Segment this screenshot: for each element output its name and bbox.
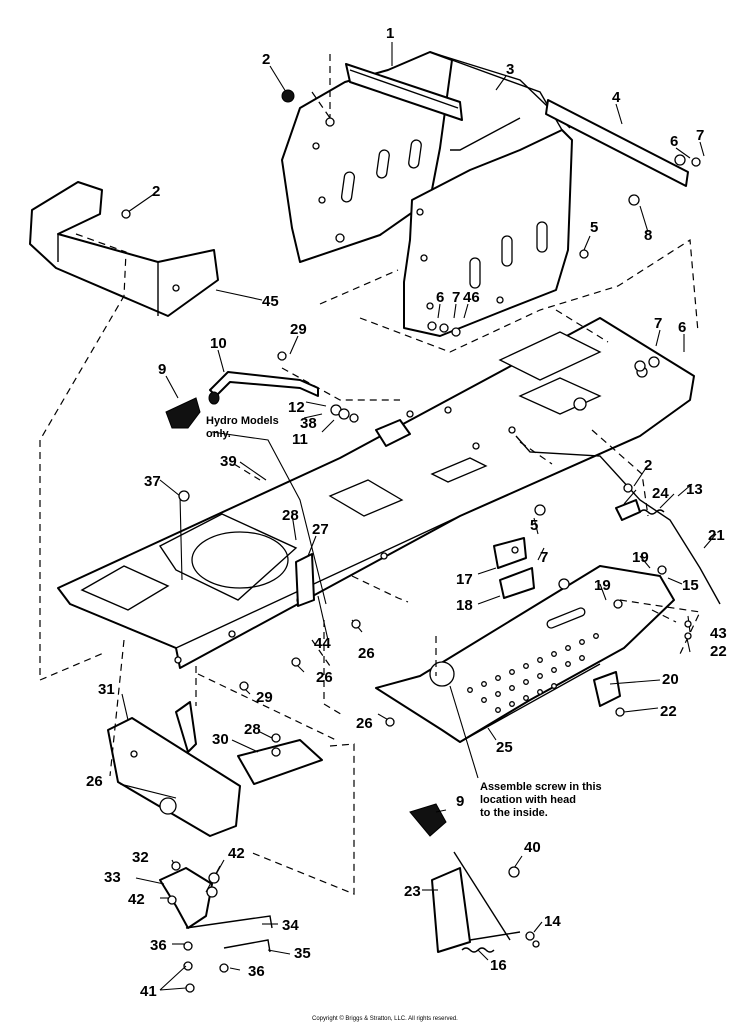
callout-42a: 42 [228, 845, 245, 862]
callout-24: 24 [652, 485, 669, 502]
callout-17: 17 [456, 571, 473, 588]
callout-44: 44 [314, 635, 331, 652]
callout-26d: 26 [86, 773, 103, 790]
callout-16: 16 [490, 957, 507, 974]
seat-rail [345, 63, 463, 121]
main-frame [57, 317, 695, 669]
callout-29b: 29 [256, 689, 273, 706]
callout-2b: 2 [152, 183, 160, 200]
callout-4: 4 [612, 89, 621, 106]
callout-20: 20 [662, 671, 679, 688]
callout-2a: 2 [262, 51, 270, 68]
callout-26a: 26 [358, 645, 375, 662]
notes: Hydro Models only. Assemble screw in thi… [206, 415, 602, 819]
callout-22a: 22 [710, 643, 727, 660]
callout-1: 1 [386, 25, 394, 42]
callout-41: 41 [140, 983, 157, 1000]
callout-19a: 19 [632, 549, 649, 566]
callout-40: 40 [524, 839, 541, 856]
callout-10: 10 [210, 335, 227, 352]
callout-26c: 26 [356, 715, 373, 732]
bracket-30 [175, 701, 323, 785]
spring-24 [615, 499, 665, 521]
hydro-bracket [375, 419, 411, 447]
callout-28a: 28 [282, 507, 299, 524]
rod-21 [515, 435, 721, 605]
callout-7c: 7 [654, 315, 662, 332]
callout-34: 34 [282, 917, 299, 934]
callout-11: 11 [292, 431, 308, 448]
callout-45: 45 [262, 293, 279, 310]
hydro-note-line1: Hydro Models [206, 415, 279, 427]
callout-23: 23 [404, 883, 421, 900]
assemble-note-line3: to the inside. [480, 807, 548, 819]
callout-19b: 19 [594, 577, 611, 594]
knob-upper [165, 397, 201, 429]
footrest [375, 565, 675, 743]
leader-lines [119, 42, 717, 991]
callout-26b: 26 [316, 669, 333, 686]
callout-36a: 36 [150, 937, 167, 954]
callout-43: 43 [710, 625, 727, 642]
callout-labels: 1 2 3 4 6 7 2 8 5 45 6 7 46 7 6 29 10 9 … [86, 25, 727, 1000]
callout-42b: 42 [128, 891, 145, 908]
callout-33: 33 [104, 869, 121, 886]
callout-6b: 6 [436, 289, 444, 306]
callout-6a: 6 [670, 133, 678, 150]
callout-35: 35 [294, 945, 311, 962]
callout-12: 12 [288, 399, 305, 416]
footrest-holes [467, 633, 599, 713]
callout-9a: 9 [158, 361, 166, 378]
callout-32: 32 [132, 849, 149, 866]
callout-39: 39 [220, 453, 237, 470]
callout-13: 13 [686, 481, 703, 498]
lever-assembly [409, 803, 521, 953]
callout-5b: 5 [530, 517, 538, 534]
copyright-notice: Copyright © Briggs & Stratton, LLC. All … [312, 1015, 458, 1022]
callout-37: 37 [144, 473, 161, 490]
brackets-17-18 [493, 537, 535, 599]
hardware-36-41 [183, 941, 229, 993]
fender-bracket [29, 181, 219, 317]
seat-rail-right [545, 99, 689, 187]
callout-18: 18 [456, 597, 473, 614]
callout-36b: 36 [248, 963, 265, 980]
callout-38: 38 [300, 415, 317, 432]
callout-9b: 9 [456, 793, 464, 810]
callout-28b: 28 [244, 721, 261, 738]
callout-15: 15 [682, 577, 699, 594]
callout-25: 25 [496, 739, 513, 756]
callout-29a: 29 [290, 321, 307, 338]
callout-8: 8 [644, 227, 652, 244]
callout-30: 30 [212, 731, 229, 748]
callout-21: 21 [708, 527, 725, 544]
rod-10 [208, 371, 319, 405]
bracket-20 [593, 671, 621, 707]
callout-7a: 7 [696, 127, 704, 144]
callout-2c: 2 [644, 457, 652, 474]
callout-14: 14 [544, 913, 561, 930]
callout-7d: 7 [540, 549, 548, 566]
assemble-note-line2: location with head [480, 794, 576, 806]
callout-27: 27 [312, 521, 329, 538]
callout-31: 31 [98, 681, 115, 698]
callout-7b: 7 [452, 289, 460, 306]
bracket-44 [295, 553, 315, 607]
callout-5a: 5 [590, 219, 598, 236]
callout-6c: 6 [678, 319, 686, 336]
callout-46: 46 [463, 289, 480, 306]
fasteners [121, 89, 701, 948]
assemble-note-line1: Assemble screw in this [480, 781, 602, 793]
bracket-33 [159, 867, 213, 929]
assembly-lines [39, 54, 701, 895]
callout-3: 3 [506, 61, 514, 78]
hydro-note-line2: only. [206, 428, 231, 440]
axle-support [107, 717, 241, 837]
seat-support-bracket [281, 51, 573, 337]
callout-22b: 22 [660, 703, 677, 720]
